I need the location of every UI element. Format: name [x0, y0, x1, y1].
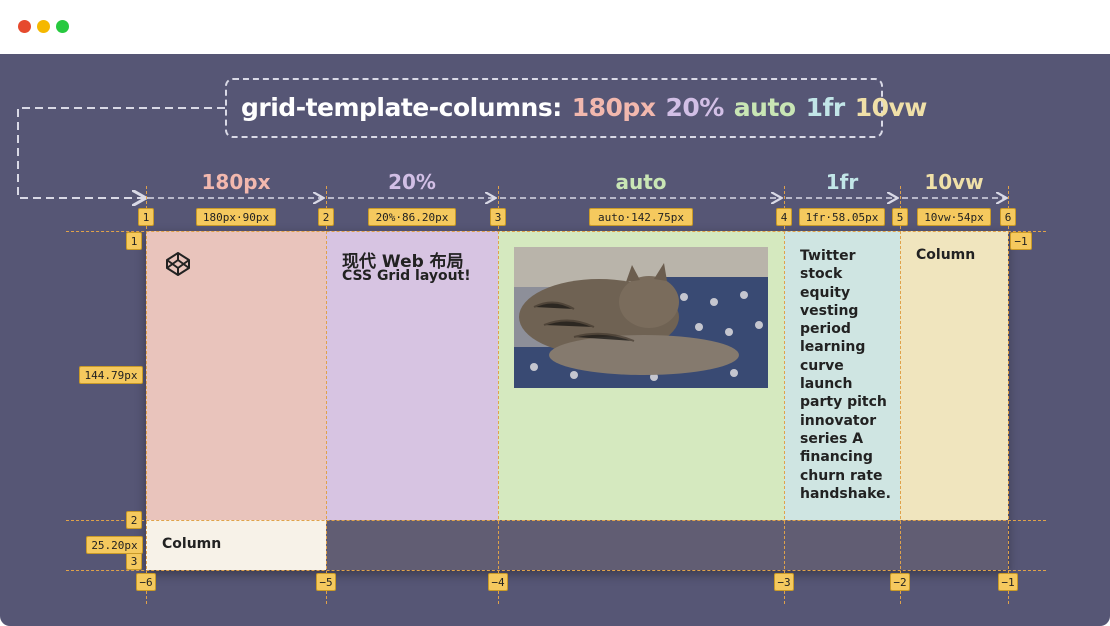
value-180px: 180px — [571, 93, 656, 122]
cell-subtitle: CSS Grid layout! — [342, 268, 471, 284]
title-bar — [0, 0, 1110, 54]
cell-title: 现代 Web 布局 — [342, 252, 464, 272]
column-line-number: 1 — [138, 208, 154, 226]
column-line-4 — [784, 186, 785, 604]
column-size-badge-2: 20%·86.20px — [368, 208, 456, 226]
maximize-window-button[interactable] — [56, 20, 69, 33]
value-1fr: 1fr — [805, 93, 846, 122]
column-size-badge-1: 180px·90px — [196, 208, 276, 226]
value-20pct: 20% — [665, 93, 724, 122]
column-line-negative: −5 — [316, 573, 336, 591]
row-line-number: 2 — [126, 511, 142, 529]
column-line-negative: −4 — [488, 573, 508, 591]
column-line-negative: −6 — [136, 573, 156, 591]
minimize-window-button[interactable] — [37, 20, 50, 33]
column-line-negative: −1 — [998, 573, 1018, 591]
grid-cell-1 — [146, 231, 326, 520]
column-line-6 — [1008, 186, 1009, 604]
grid-cell-3 — [498, 231, 784, 520]
row-line-1 — [66, 231, 1046, 232]
row-line-2 — [66, 520, 1046, 521]
grid-cell-4: Twitter stock equity vesting period lear… — [784, 231, 900, 520]
column-line-number: 3 — [490, 208, 506, 226]
cat-photo — [514, 247, 768, 388]
row-line-number: 1 — [126, 232, 142, 250]
column-line-negative: −3 — [774, 573, 794, 591]
column-name-2: 20% — [388, 170, 436, 194]
column-line-number: 4 — [776, 208, 792, 226]
column-name-4: 1fr — [825, 170, 859, 194]
column-line-1 — [146, 186, 147, 604]
column-size-badge-5: 10vw·54px — [917, 208, 991, 226]
css-property: grid-template-columns: — [241, 93, 562, 122]
value-10vw: 10vw — [854, 93, 928, 122]
row-line-negative: −1 — [1010, 232, 1032, 250]
close-window-button[interactable] — [18, 20, 31, 33]
column-size-badge-4: 1fr·58.05px — [799, 208, 885, 226]
row-line-3 — [66, 570, 1046, 571]
row-size-badge-2: 25.20px — [86, 536, 143, 554]
codepen-logo-icon — [166, 252, 190, 276]
grid-cell-6: Column — [146, 520, 326, 570]
value-auto: auto — [733, 93, 796, 122]
column-name-3: auto — [615, 170, 667, 194]
cell-column-label: Column — [916, 247, 976, 263]
column-line-number: 5 — [892, 208, 908, 226]
grid-cell-5: Column — [900, 231, 1008, 520]
column-name-5: 10vw — [924, 170, 984, 194]
column-size-badge-3: auto·142.75px — [589, 208, 693, 226]
row-size-badge-1: 144.79px — [79, 366, 143, 384]
cell-column-label-row2: Column — [162, 536, 222, 552]
grid-cell-2: 现代 Web 布局 CSS Grid layout! — [326, 231, 498, 520]
column-line-5 — [900, 186, 901, 604]
cell-long-text: Twitter stock equity vesting period lear… — [800, 248, 891, 502]
column-line-number: 2 — [318, 208, 334, 226]
code-snippet: grid-template-columns: 180px 20% auto 1fr 10v… — [225, 78, 927, 138]
column-line-number: 6 — [1000, 208, 1016, 226]
column-line-2 — [326, 186, 327, 604]
column-line-3 — [498, 186, 499, 604]
column-line-negative: −2 — [890, 573, 910, 591]
column-name-1: 180px — [201, 170, 271, 194]
